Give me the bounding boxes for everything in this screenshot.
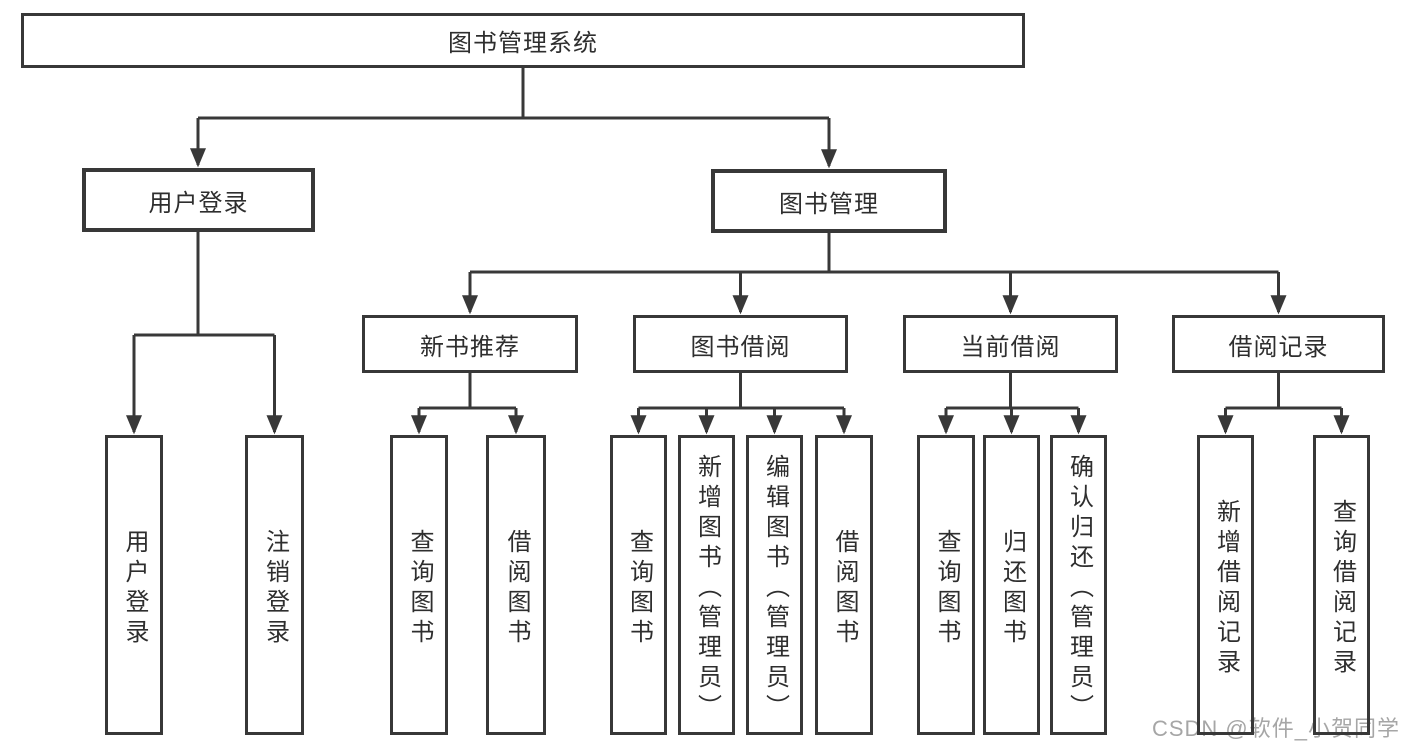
node-confirm-return-admin: 确认归还（管理员） — [1050, 435, 1107, 735]
node-query-books-borrowing: 查询图书 — [610, 435, 667, 735]
csdn-watermark: CSDN @软件_小贺同学 — [1151, 716, 1400, 741]
node-new-book-recommendation: 新书推荐 — [362, 315, 578, 373]
node-current-borrowing: 当前借阅 — [903, 315, 1118, 373]
node-book-management: 图书管理 — [711, 169, 947, 233]
node-user-login: 用户登录 — [82, 168, 315, 232]
node-logout-login: 注销登录 — [245, 435, 304, 735]
node-query-books-recommend: 查询图书 — [390, 435, 448, 735]
node-add-borrow-record: 新增借阅记录 — [1197, 435, 1254, 735]
node-add-books-admin: 新增图书（管理员） — [678, 435, 735, 735]
node-borrow-books-borrowing: 借阅图书 — [815, 435, 873, 735]
node-edit-books-admin: 编辑图书（管理员） — [746, 435, 803, 735]
node-query-borrow-record: 查询借阅记录 — [1313, 435, 1370, 735]
node-query-books-current: 查询图书 — [917, 435, 975, 735]
node-user-login-leaf: 用户登录 — [105, 435, 163, 735]
node-borrowing-records: 借阅记录 — [1172, 315, 1385, 373]
node-borrow-books-recommend: 借阅图书 — [486, 435, 546, 735]
node-return-books: 归还图书 — [983, 435, 1040, 735]
node-book-borrowing: 图书借阅 — [633, 315, 848, 373]
node-library-management-system: 图书管理系统 — [21, 13, 1025, 68]
